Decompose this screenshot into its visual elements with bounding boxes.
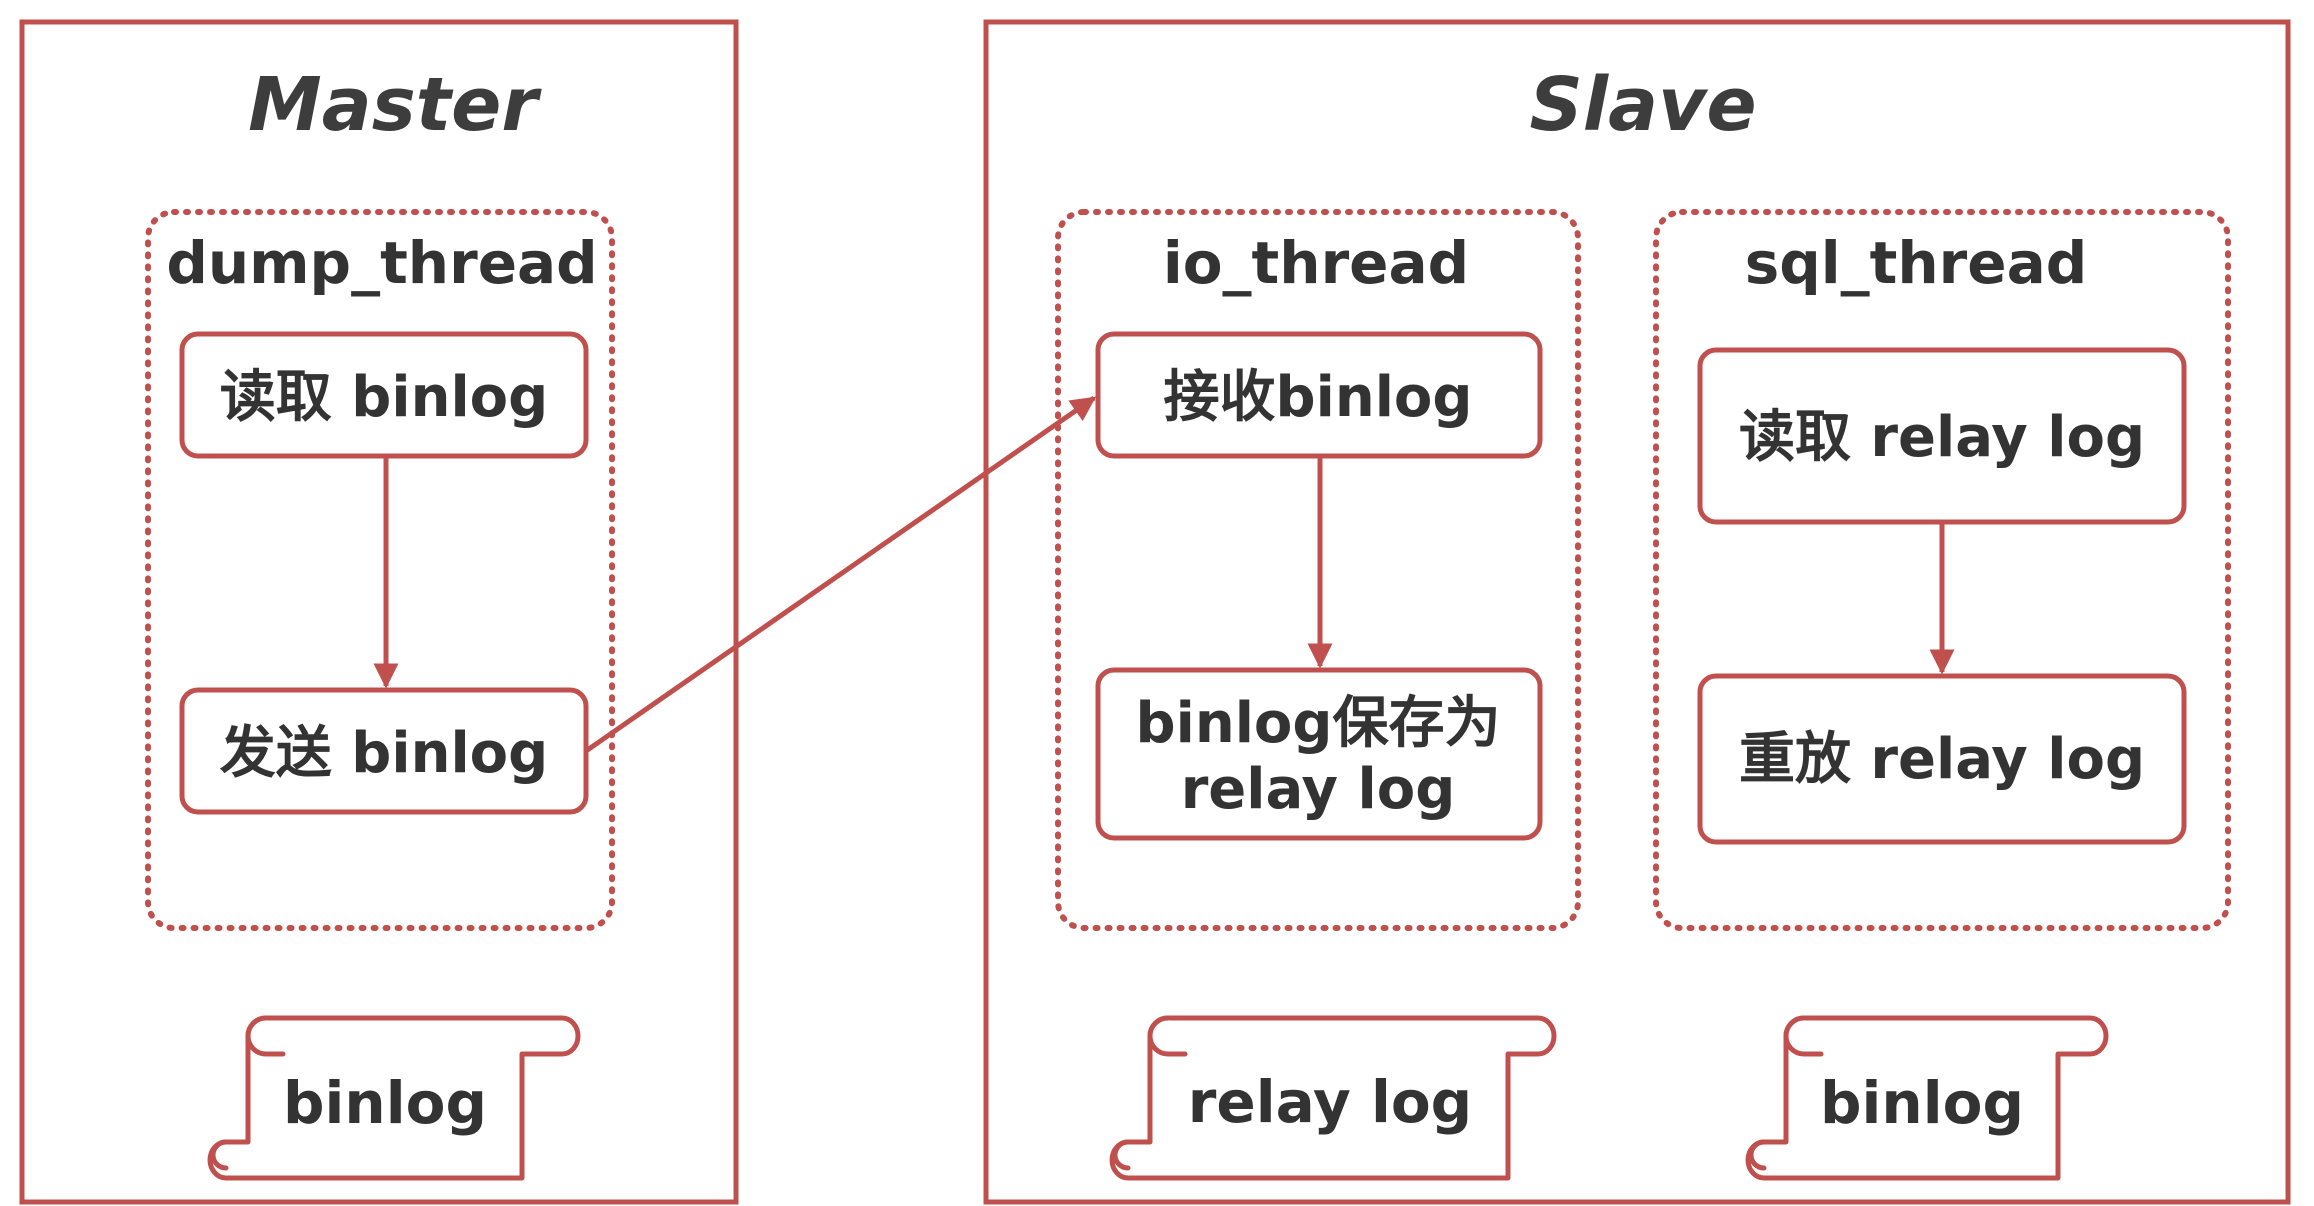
dump-thread-border bbox=[145, 209, 615, 931]
io-thread-border bbox=[1055, 209, 1581, 931]
dump-thread-group: dump_thread 读取 binlog 发送 binlog bbox=[145, 209, 615, 931]
io-thread-group: io_thread 接收binlog binlog保存为 relay log bbox=[1055, 209, 1581, 931]
send-binlog-label: 发送 binlog bbox=[220, 721, 548, 786]
sql-thread-group: sql_thread 读取 relay log 重放 relay log bbox=[1653, 209, 2231, 931]
scroll-icon bbox=[207, 1015, 581, 1181]
sql-thread-label: sql_thread bbox=[1745, 229, 2088, 297]
relay-log-scroll-label: relay log bbox=[1188, 1068, 1472, 1136]
binlog-transfer-arrow bbox=[584, 395, 1097, 754]
slave-binlog-label: binlog bbox=[1820, 1069, 2024, 1137]
slave-panel: Slave io_thread 接收binlog binlog保存为 relay… bbox=[983, 19, 2291, 1205]
io-thread-label: io_thread bbox=[1163, 229, 1469, 297]
master-panel: Master dump_thread 读取 binlog 发送 binlog b… bbox=[19, 19, 739, 1205]
master-panel-border bbox=[19, 19, 739, 1205]
slave-panel-border bbox=[983, 19, 2291, 1205]
sql-thread-border bbox=[1653, 209, 2231, 931]
slave-relay-log-scroll: relay log bbox=[1109, 1015, 1557, 1181]
master-title: Master bbox=[248, 62, 542, 148]
replay-relay-log-label: 重放 relay log bbox=[1739, 727, 2145, 792]
save-relay-log-line1: binlog保存为 bbox=[1136, 691, 1501, 756]
save-relay-log-step bbox=[1095, 667, 1543, 841]
master-binlog-scroll: binlog bbox=[207, 1015, 581, 1181]
scroll-icon bbox=[1745, 1015, 2109, 1181]
read-relay-log-label: 读取 relay log bbox=[1739, 405, 2145, 470]
receive-binlog-label: 接收binlog bbox=[1164, 365, 1473, 430]
master-binlog-label: binlog bbox=[283, 1069, 487, 1137]
save-relay-log-line2: relay log bbox=[1181, 757, 1456, 822]
replay-relay-log-step bbox=[1697, 673, 2187, 845]
read-binlog-label: 读取 binlog bbox=[220, 365, 548, 430]
scroll-icon bbox=[1109, 1015, 1557, 1181]
slave-title: Slave bbox=[1529, 62, 1756, 148]
dump-thread-label: dump_thread bbox=[166, 229, 597, 297]
slave-binlog-scroll: binlog bbox=[1745, 1015, 2109, 1181]
